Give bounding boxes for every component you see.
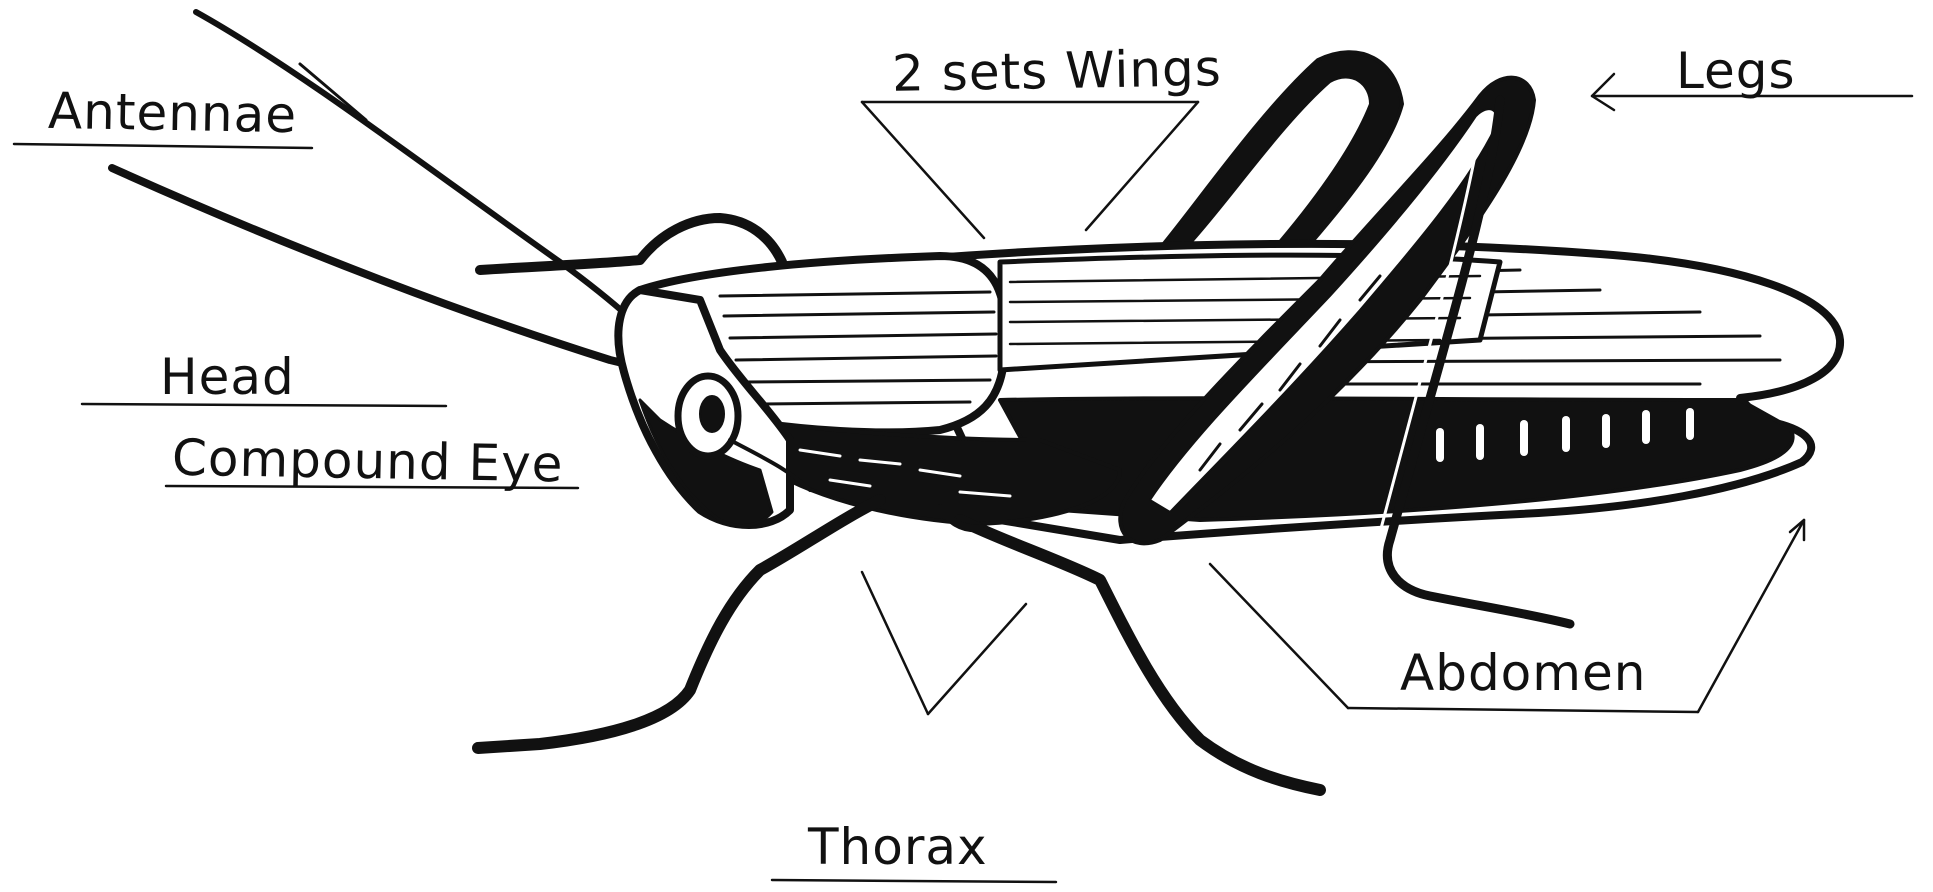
wings-pointer-left xyxy=(862,102,984,238)
front-leg-raised xyxy=(480,218,782,270)
antenna-lower xyxy=(112,168,660,372)
legs-label: Legs xyxy=(1676,46,1796,96)
abdomen-label: Abdomen xyxy=(1400,648,1646,698)
antenna-upper-hair xyxy=(300,64,366,120)
abdomen-pointer-right xyxy=(1698,520,1804,712)
wings-pointer-right xyxy=(1086,102,1198,230)
antennae-label: Antennae xyxy=(48,86,298,140)
legs-arrowhead xyxy=(1592,74,1614,110)
thorax-label: Thorax xyxy=(808,822,988,872)
thorax-pointer-right xyxy=(928,604,1026,714)
abdomen-arrowhead xyxy=(1790,520,1804,540)
compound-eye-label: Compound Eye xyxy=(172,433,564,490)
abdomen-underline xyxy=(1348,708,1698,712)
antennae-underline xyxy=(14,144,312,148)
head-label: Head xyxy=(160,352,295,402)
thorax-pointer-left xyxy=(862,572,928,714)
antenna-upper xyxy=(196,12,630,318)
antennae xyxy=(112,12,660,372)
walking-legs xyxy=(478,500,1320,790)
middle-leg xyxy=(960,520,1320,790)
abdomen-pointer-left xyxy=(1210,564,1348,708)
front-leg-left xyxy=(478,500,880,748)
wings-label: 2 sets Wings xyxy=(892,43,1223,99)
thorax-underline xyxy=(772,880,1056,882)
